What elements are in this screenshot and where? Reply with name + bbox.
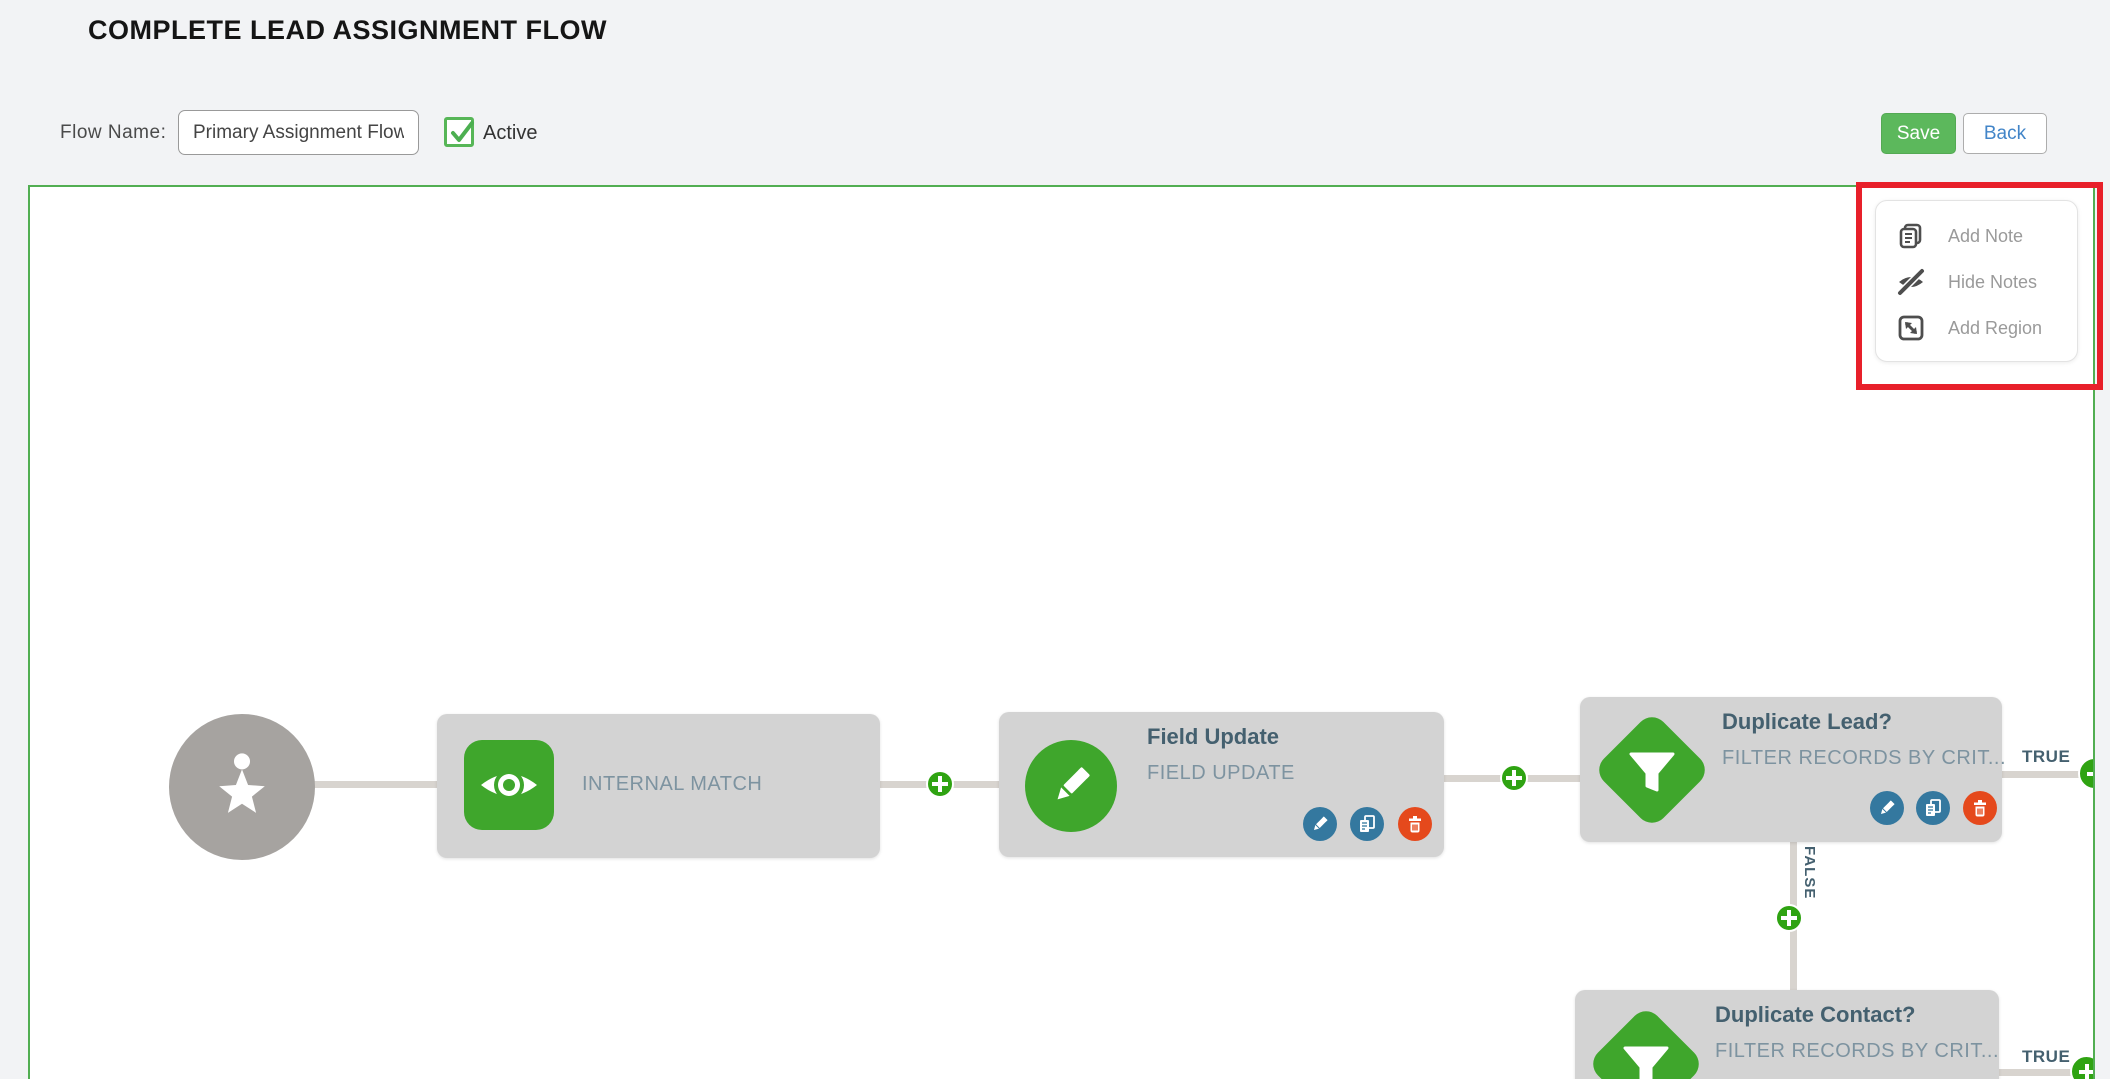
node-field-update[interactable]: Field Update FIELD UPDATE (999, 712, 1444, 857)
funnel-icon (1592, 710, 1712, 830)
person-icon (219, 753, 265, 813)
start-node[interactable] (169, 714, 315, 860)
flow-canvas[interactable]: Add Note Hide Notes Add Reg (28, 185, 2095, 1079)
node-title: Duplicate Lead? (1722, 709, 1892, 734)
add-step-button-1[interactable] (926, 770, 954, 798)
edit-icon (1313, 816, 1328, 831)
flow-name-input[interactable] (178, 110, 419, 155)
note-icon (1896, 221, 1926, 251)
flow-name-label: Flow Name: (60, 122, 167, 143)
add-step-button-true-lead[interactable] (2078, 757, 2093, 790)
node-internal-match[interactable]: INTERNAL MATCH (437, 714, 880, 858)
active-checkbox-label: Active (483, 122, 538, 144)
node-title: Field Update (1147, 724, 1280, 749)
node-subtitle: FILTER RECORDS BY CRIT... (1722, 747, 2007, 769)
copy-icon (1926, 799, 1941, 816)
node-title: Duplicate Contact? (1715, 1002, 1916, 1027)
hide-notes-label: Hide Notes (1948, 271, 2038, 292)
delete-node-button[interactable] (1398, 807, 1432, 841)
trash-icon (1409, 816, 1421, 833)
node-duplicate-lead[interactable]: Duplicate Lead? FILTER RECORDS BY CRIT..… (1580, 697, 2006, 842)
connector-start-to-match (300, 781, 442, 788)
page-title: COMPLETE LEAD ASSIGNMENT FLOW (88, 15, 607, 45)
branch-label-true: TRUE (2022, 747, 2071, 766)
funnel-icon (1586, 1004, 1706, 1079)
eye-slash-icon (1896, 267, 1926, 297)
trash-icon (1974, 800, 1986, 817)
hide-notes-button[interactable]: Hide Notes (1896, 259, 2077, 305)
node-duplicate-contact[interactable]: Duplicate Contact? FILTER RECORDS BY CRI… (1575, 990, 1999, 1079)
edit-node-button[interactable] (1303, 807, 1337, 841)
node-subtitle: FILTER RECORDS BY CRIT... (1715, 1040, 2000, 1062)
back-button[interactable]: Back (1963, 113, 2047, 154)
copy-node-button[interactable] (1350, 807, 1384, 841)
add-step-button-true-contact[interactable] (2070, 1055, 2093, 1079)
edit-node-button[interactable] (1870, 791, 1904, 825)
active-checkbox[interactable] (444, 117, 474, 147)
save-button[interactable]: Save (1881, 113, 1956, 154)
add-note-label: Add Note (1948, 225, 2024, 246)
region-icon (1896, 313, 1926, 343)
add-note-button[interactable]: Add Note (1896, 213, 2077, 259)
connector-contact-true (1997, 1069, 2093, 1076)
node-subtitle: FIELD UPDATE (1147, 762, 1295, 784)
pencil-icon (1025, 740, 1117, 832)
delete-node-button[interactable] (1963, 791, 1997, 825)
branch-label-true: TRUE (2022, 1047, 2071, 1066)
add-region-label: Add Region (1948, 317, 2043, 338)
add-step-button-2[interactable] (1500, 764, 1528, 792)
copy-node-button[interactable] (1916, 791, 1950, 825)
node-subtitle: INTERNAL MATCH (582, 773, 763, 795)
canvas-tools-panel: Add Note Hide Notes Add Reg (1875, 200, 2078, 362)
add-region-button[interactable]: Add Region (1896, 305, 2077, 351)
eye-icon (464, 740, 554, 830)
copy-icon (1360, 815, 1375, 832)
branch-label-false: FALSE (1801, 846, 1818, 900)
add-step-button-false-lead[interactable] (1775, 904, 1803, 932)
connector-lead-true (2000, 771, 2093, 778)
edit-icon (1880, 800, 1895, 815)
checkmark-icon (451, 121, 474, 142)
